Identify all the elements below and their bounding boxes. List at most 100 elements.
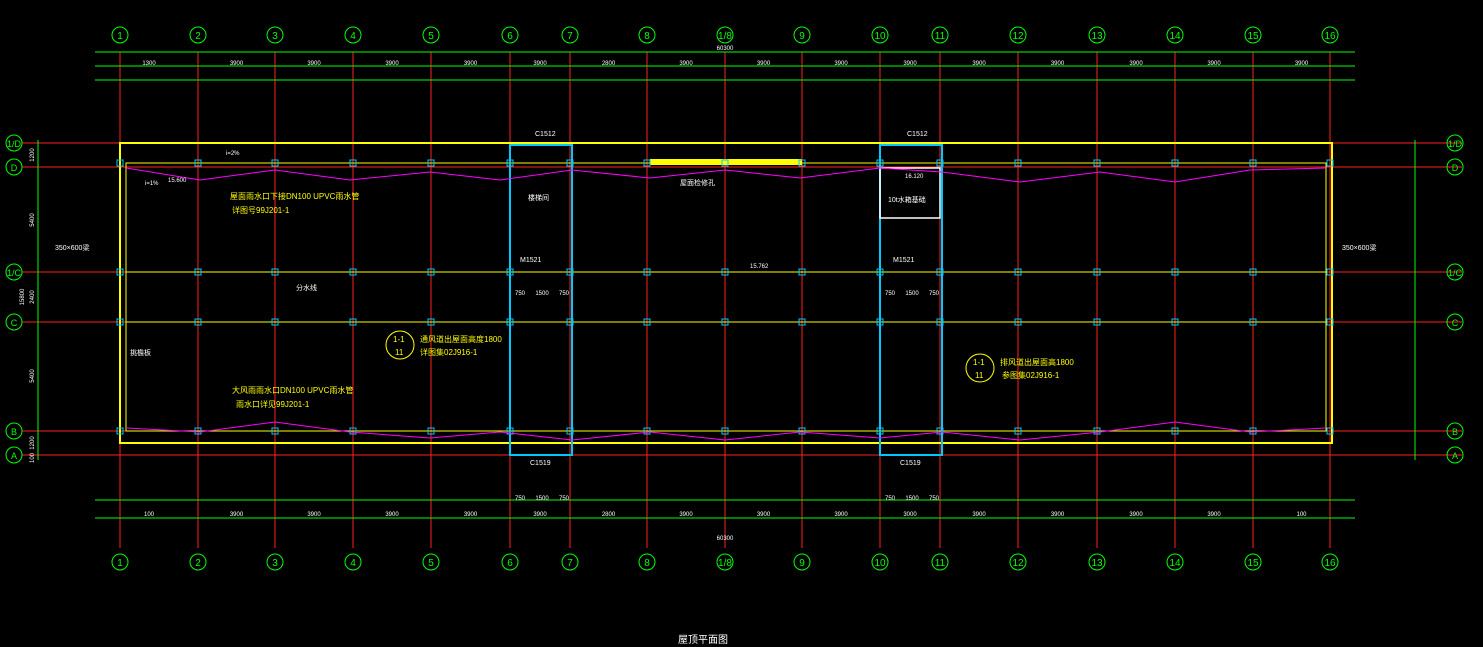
dim-bay-top: 3900: [1129, 61, 1143, 67]
column-2-2: [194, 268, 202, 276]
column-12-4: [936, 427, 944, 435]
axis-bubble-7-bottom: 7: [561, 553, 579, 571]
vent-right-ref: 参图集02J916-1: [1002, 370, 1060, 380]
axis-bubble-label: 3: [272, 558, 278, 569]
stair-label: 楼梯间: [528, 193, 549, 202]
column-15-4: [1171, 427, 1179, 435]
slope-label-b: i=2%: [226, 151, 240, 157]
column-5-3: [427, 318, 435, 326]
elev-label-c: 16.120: [905, 174, 924, 180]
axis-bubble-7-top: 7: [561, 26, 579, 44]
axis-bubble-label: 9: [799, 558, 805, 569]
axis-bubble-label: 2: [195, 558, 201, 569]
axis-bubble-1/C-left: 1/C: [5, 263, 23, 281]
column-6-4: [506, 427, 514, 435]
window-label-top-right: C1512: [907, 131, 928, 138]
axis-bubble-label: 2: [195, 31, 201, 42]
column-10-3: [798, 318, 806, 326]
axis-bubble-label: 4: [350, 31, 356, 42]
column-14-4: [1093, 427, 1101, 435]
column-5-2: [427, 268, 435, 276]
column-4-1: [349, 159, 357, 167]
column-5-4: [427, 427, 435, 435]
dim-bay-top: 1300: [142, 61, 156, 67]
axis-bubble-label: 12: [1012, 558, 1024, 569]
column-14-1: [1093, 159, 1101, 167]
axis-bubble-D-right: D: [1446, 158, 1464, 176]
stair-left: [509, 144, 573, 456]
axis-bubble-label: 5: [428, 31, 434, 42]
column-6-2: [506, 268, 514, 276]
axis-bubble-4-top: 4: [344, 26, 362, 44]
dim-vert-left: 1200: [30, 436, 36, 450]
column-4-4: [349, 427, 357, 435]
column-1-2: [116, 268, 124, 276]
dim-bay-bottom: 3900: [1129, 512, 1143, 518]
axis-bubble-label: 1/C: [7, 268, 22, 278]
axis-bubble-6-top: 6: [501, 26, 519, 44]
axis-bubble-C-right: C: [1446, 313, 1464, 331]
drain-slope-line-bottom: [125, 421, 1327, 441]
axis-bubble-1/D-left: 1/D: [5, 134, 23, 152]
dim-bay-top: 3900: [757, 61, 771, 67]
vent-right-ref-den: 11: [975, 371, 984, 380]
axis-bubble-label: 7: [567, 558, 573, 569]
window-label-bottom-right: C1519: [900, 460, 921, 467]
slope-label-a: i=1%: [145, 181, 159, 187]
dim-bay-top: 3900: [307, 61, 321, 67]
axis-bubble-10-top: 10: [871, 26, 889, 44]
axis-bubble-label: 8: [644, 558, 650, 569]
column-13-3: [1014, 318, 1022, 326]
column-15-1: [1171, 159, 1179, 167]
dim-stair: 1500: [905, 496, 919, 502]
axis-bubble-label: 5: [428, 558, 434, 569]
elev-label-a: 15.600: [168, 178, 187, 184]
axis-bubble-label: 12: [1012, 31, 1024, 42]
axis-bubble-label: A: [1452, 451, 1458, 461]
window-label-bottom-left: C1519: [530, 460, 551, 467]
dim-bay-bottom: 3900: [464, 512, 478, 518]
column-16-4: [1249, 427, 1257, 435]
dim-stair: 750: [559, 496, 570, 502]
column-16-3: [1249, 318, 1257, 326]
axis-bubble-14-bottom: 14: [1166, 553, 1184, 571]
column-4-2: [349, 268, 357, 276]
axis-bubble-label: 7: [567, 31, 573, 42]
dim-vert-left: 100: [30, 452, 36, 463]
axis-bubble-label: 4: [350, 558, 356, 569]
axis-bubble-16-bottom: 16: [1321, 553, 1339, 571]
axis-bubble-1/8-bottom: 1/8: [716, 553, 734, 571]
axis-bubble-3-top: 3: [266, 26, 284, 44]
column-12-2: [936, 268, 944, 276]
dim-bay-bottom: 3900: [385, 512, 399, 518]
dim-bay-top: 3900: [230, 61, 244, 67]
axis-bubble-C-left: C: [5, 313, 23, 331]
column-6-3: [506, 318, 514, 326]
column-16-1: [1249, 159, 1257, 167]
axis-bubble-label: 1: [117, 31, 123, 42]
downpipe-bottom-ref: 雨水口详见99J201-1: [236, 399, 310, 409]
axis-bubble-label: 13: [1091, 31, 1103, 42]
column-15-2: [1171, 268, 1179, 276]
column-1-1: [116, 159, 124, 167]
dim-bay-bottom: 3900: [679, 512, 693, 518]
stair-right: [879, 144, 943, 456]
axis-bubble-16-top: 16: [1321, 26, 1339, 44]
beam-right-label: 350×600梁: [1342, 243, 1376, 252]
column-10-4: [798, 427, 806, 435]
axis-bubble-6-bottom: 6: [501, 553, 519, 571]
column-11-4: [876, 427, 884, 435]
vent-right-bubble: [965, 353, 995, 383]
dim-bay-top: 3900: [1207, 61, 1221, 67]
axis-bubble-14-top: 14: [1166, 26, 1184, 44]
dim-stair: 750: [515, 496, 526, 502]
tank-label: 10t水箱基础: [888, 195, 926, 204]
column-7-1: [566, 159, 574, 167]
axis-bubble-label: 1/D: [7, 139, 22, 149]
column-8-4: [643, 427, 651, 435]
dim-bay-bottom: 3900: [307, 512, 321, 518]
axis-bubble-label: 8: [644, 31, 650, 42]
column-1-4: [116, 427, 124, 435]
